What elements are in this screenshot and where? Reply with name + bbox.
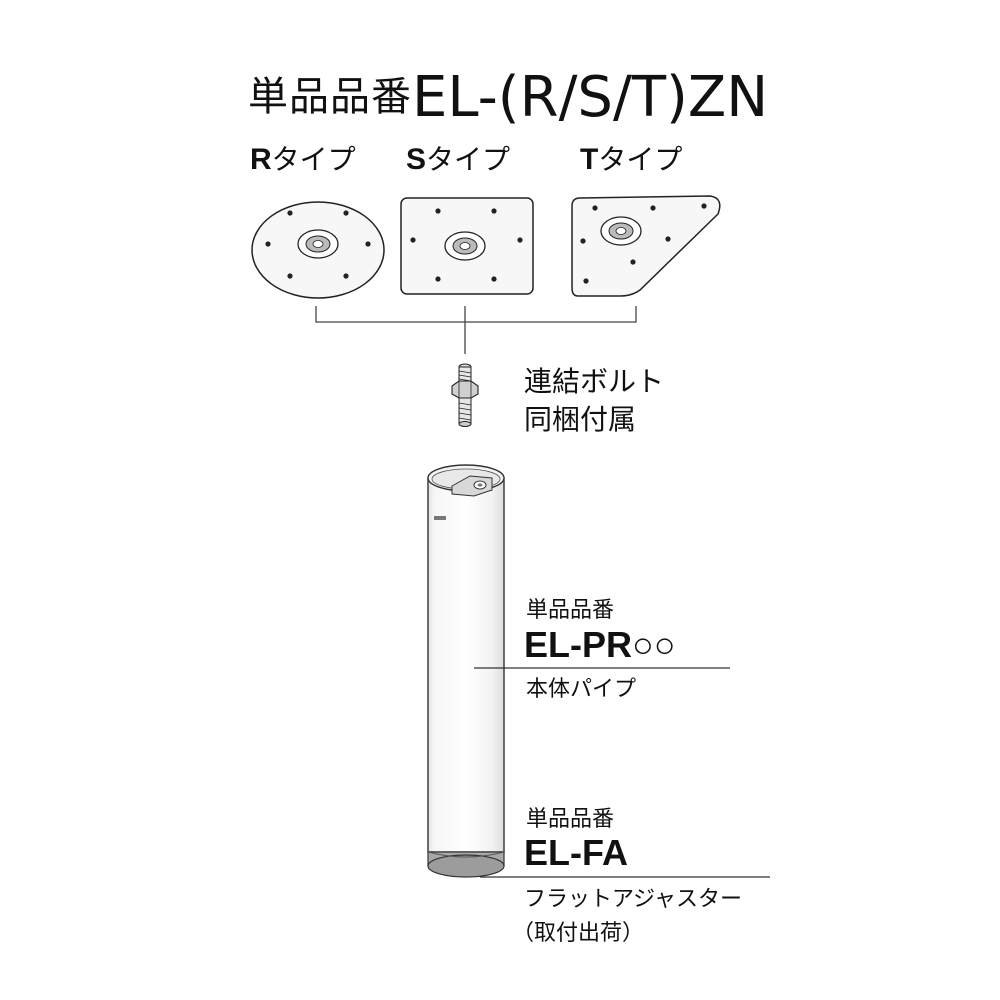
r-type-plate	[251, 201, 385, 299]
product-title: 単品品番EL-(R/S/T)ZN	[248, 62, 768, 133]
connecting-bolt	[451, 363, 479, 427]
type-letter: R	[250, 143, 272, 176]
bolt-label: 連結ボルト	[524, 365, 665, 398]
adjuster-caption: 単品品番	[526, 807, 615, 832]
title-code: EL-(R/S/T)ZN	[412, 65, 769, 130]
type-suffix: タイプ	[598, 143, 683, 176]
type-label-t: Tタイプ	[580, 142, 682, 178]
bolt-note: 同梱付属	[524, 403, 637, 436]
pipe-name: 本体パイプ	[526, 677, 637, 702]
title-prefix: 単品品番	[248, 74, 412, 120]
type-letter: S	[406, 143, 427, 176]
type-label-r: Rタイプ	[250, 142, 356, 178]
pipe-code: EL-PR○○	[524, 624, 676, 665]
type-letter: T	[580, 143, 599, 176]
type-suffix: タイプ	[426, 143, 511, 176]
s-type-plate	[400, 197, 534, 295]
adjuster-note: （取付出荷）	[512, 921, 645, 946]
main-pipe	[427, 464, 505, 878]
pipe-caption: 単品品番	[526, 598, 615, 623]
t-type-plate	[571, 195, 721, 297]
type-suffix: タイプ	[271, 143, 356, 176]
adjuster-name: フラットアジャスター	[524, 887, 743, 912]
adjuster-code: EL-FA	[524, 832, 628, 873]
plate-bracket	[315, 306, 637, 354]
type-label-s: Sタイプ	[406, 142, 510, 178]
